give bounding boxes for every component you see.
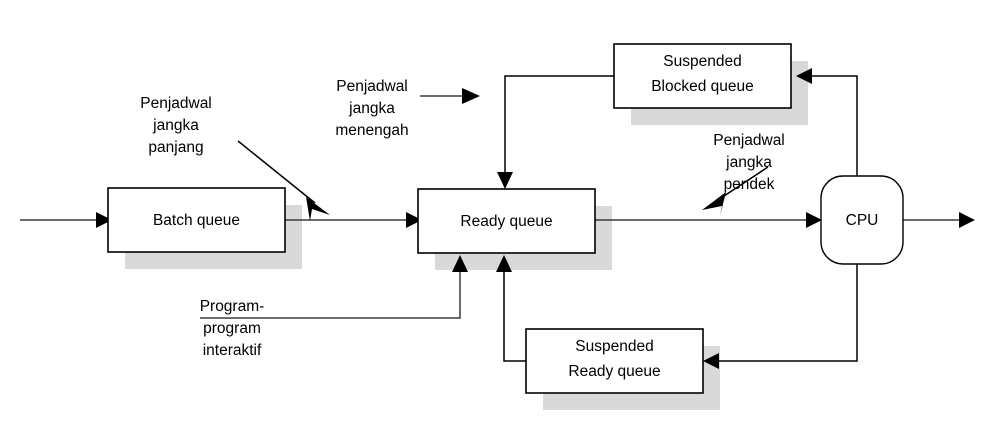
suspended-blocked-queue-box[interactable]: [613, 43, 792, 109]
suspended-blocked-to-ready-arrowhead-icon: [497, 172, 513, 189]
short-term-scheduler-label-line2: jangka: [725, 154, 772, 171]
interactive-programs-label-line1: Program-: [200, 298, 265, 315]
medium-term-scheduler-label-line3: menengah: [335, 122, 408, 139]
medium-term-scheduler-label-line1: Penjadwal: [336, 78, 408, 95]
suspended-ready-to-ready-path: [503, 272, 526, 362]
interactive-to-ready-path: [200, 272, 461, 319]
cpu-box[interactable]: [820, 175, 904, 265]
long-term-scheduler-label-line1: Penjadwal: [140, 95, 212, 112]
cpu-to-suspended-ready-arrowhead-icon: [703, 353, 719, 369]
batch-queue-label: Batch queue: [153, 212, 240, 229]
suspended-ready-queue-label-line2: Ready queue: [568, 363, 660, 380]
cpu-to-suspended-ready-path: [719, 264, 858, 362]
suspended-ready-queue-box[interactable]: [525, 328, 704, 394]
suspended-blocked-queue-label-line2: Blocked queue: [651, 78, 754, 95]
long-term-scheduler-label-line2: jangka: [152, 117, 199, 134]
short-term-scheduler-label-line1: Penjadwal: [713, 132, 785, 149]
short-term-scheduler-label-line3: pendek: [724, 176, 775, 193]
interactive-to-ready-arrowhead-icon: [452, 255, 468, 272]
cpu-label: CPU: [846, 212, 879, 229]
suspended-ready-to-ready-arrowhead-icon: [496, 255, 512, 272]
batch-to-ready-arrowhead-icon: [406, 212, 422, 228]
cpu-to-suspended-blocked-path: [812, 75, 858, 176]
medium-term-scheduler-pointer-arrowhead-icon: [462, 88, 480, 104]
short-term-scheduler-pointer-line: [717, 166, 769, 201]
long-term-scheduler-label-line3: panjang: [148, 139, 203, 156]
suspended-blocked-to-ready-path: [504, 75, 614, 172]
batch-queue-box[interactable]: [107, 187, 286, 253]
cpu-exit-arrowhead-icon: [959, 212, 975, 228]
ready-queue-label: Ready queue: [460, 213, 552, 230]
long-term-scheduler-pointer-line: [237, 140, 316, 204]
suspended-blocked-queue-label-line1: Suspended: [663, 53, 741, 70]
long-term-scheduler-pointer-arrowhead-icon: [306, 197, 330, 221]
suspended-ready-queue-label-line1: Suspended: [575, 338, 653, 355]
interactive-programs-label-line3: interaktif: [203, 342, 262, 359]
ready-to-cpu-arrowhead-icon: [806, 212, 822, 228]
short-term-scheduler-pointer-arrowhead-icon: [702, 192, 726, 216]
medium-term-scheduler-label-line2: jangka: [348, 100, 395, 117]
ready-queue-box[interactable]: [417, 188, 596, 254]
entry-arrowhead-icon: [96, 212, 112, 228]
cpu-to-suspended-blocked-arrowhead-icon: [796, 68, 812, 84]
interactive-programs-label-line2: program: [203, 320, 261, 337]
